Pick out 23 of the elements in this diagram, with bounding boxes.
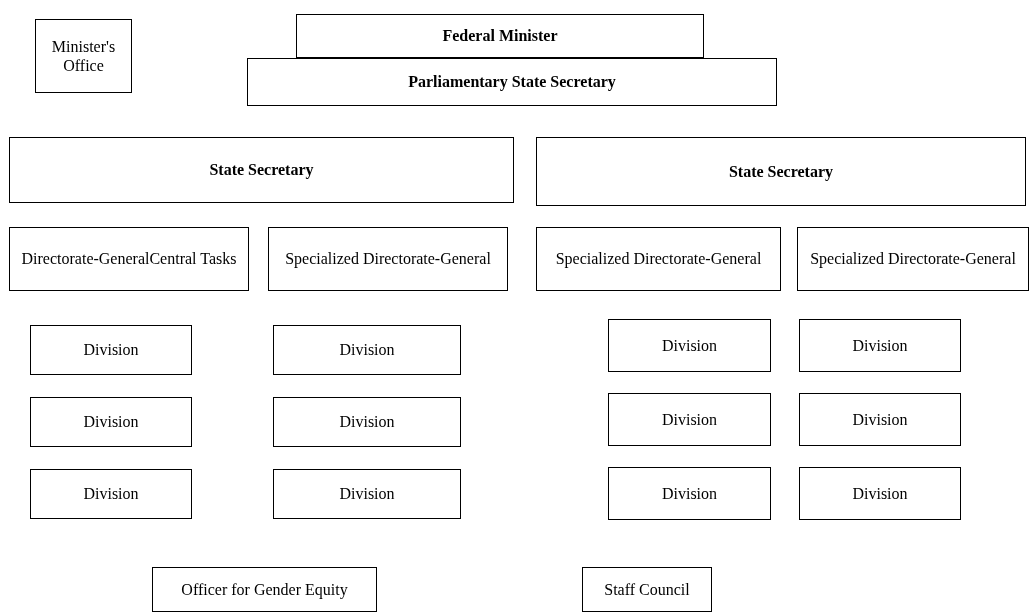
unit-box: Specialized Directorate-General (268, 227, 508, 291)
unit-box: Staff Council (582, 567, 712, 612)
unit-box: Specialized Directorate-General (797, 227, 1029, 291)
title-box: Federal Minister (296, 14, 704, 58)
division-box: Division (273, 397, 461, 447)
division-box: Division (799, 393, 961, 446)
division-box: Division (273, 325, 461, 375)
unit-box: Officer for Gender Equity (152, 567, 377, 612)
division-box: Division (30, 325, 192, 375)
division-box: Division (608, 393, 771, 446)
division-box: Division (608, 319, 771, 372)
division-box: Division (799, 467, 961, 520)
division-box: Division (30, 469, 192, 519)
title-box: State Secretary (9, 137, 514, 203)
title-box: State Secretary (536, 137, 1026, 206)
office-box: Minister's Office (35, 19, 132, 93)
division-box: Division (30, 397, 192, 447)
division-box: Division (273, 469, 461, 519)
title-box: Parliamentary State Secretary (247, 58, 777, 106)
division-box: Division (608, 467, 771, 520)
unit-box: Specialized Directorate-General (536, 227, 781, 291)
division-box: Division (799, 319, 961, 372)
unit-box: Directorate-GeneralCentral Tasks (9, 227, 249, 291)
